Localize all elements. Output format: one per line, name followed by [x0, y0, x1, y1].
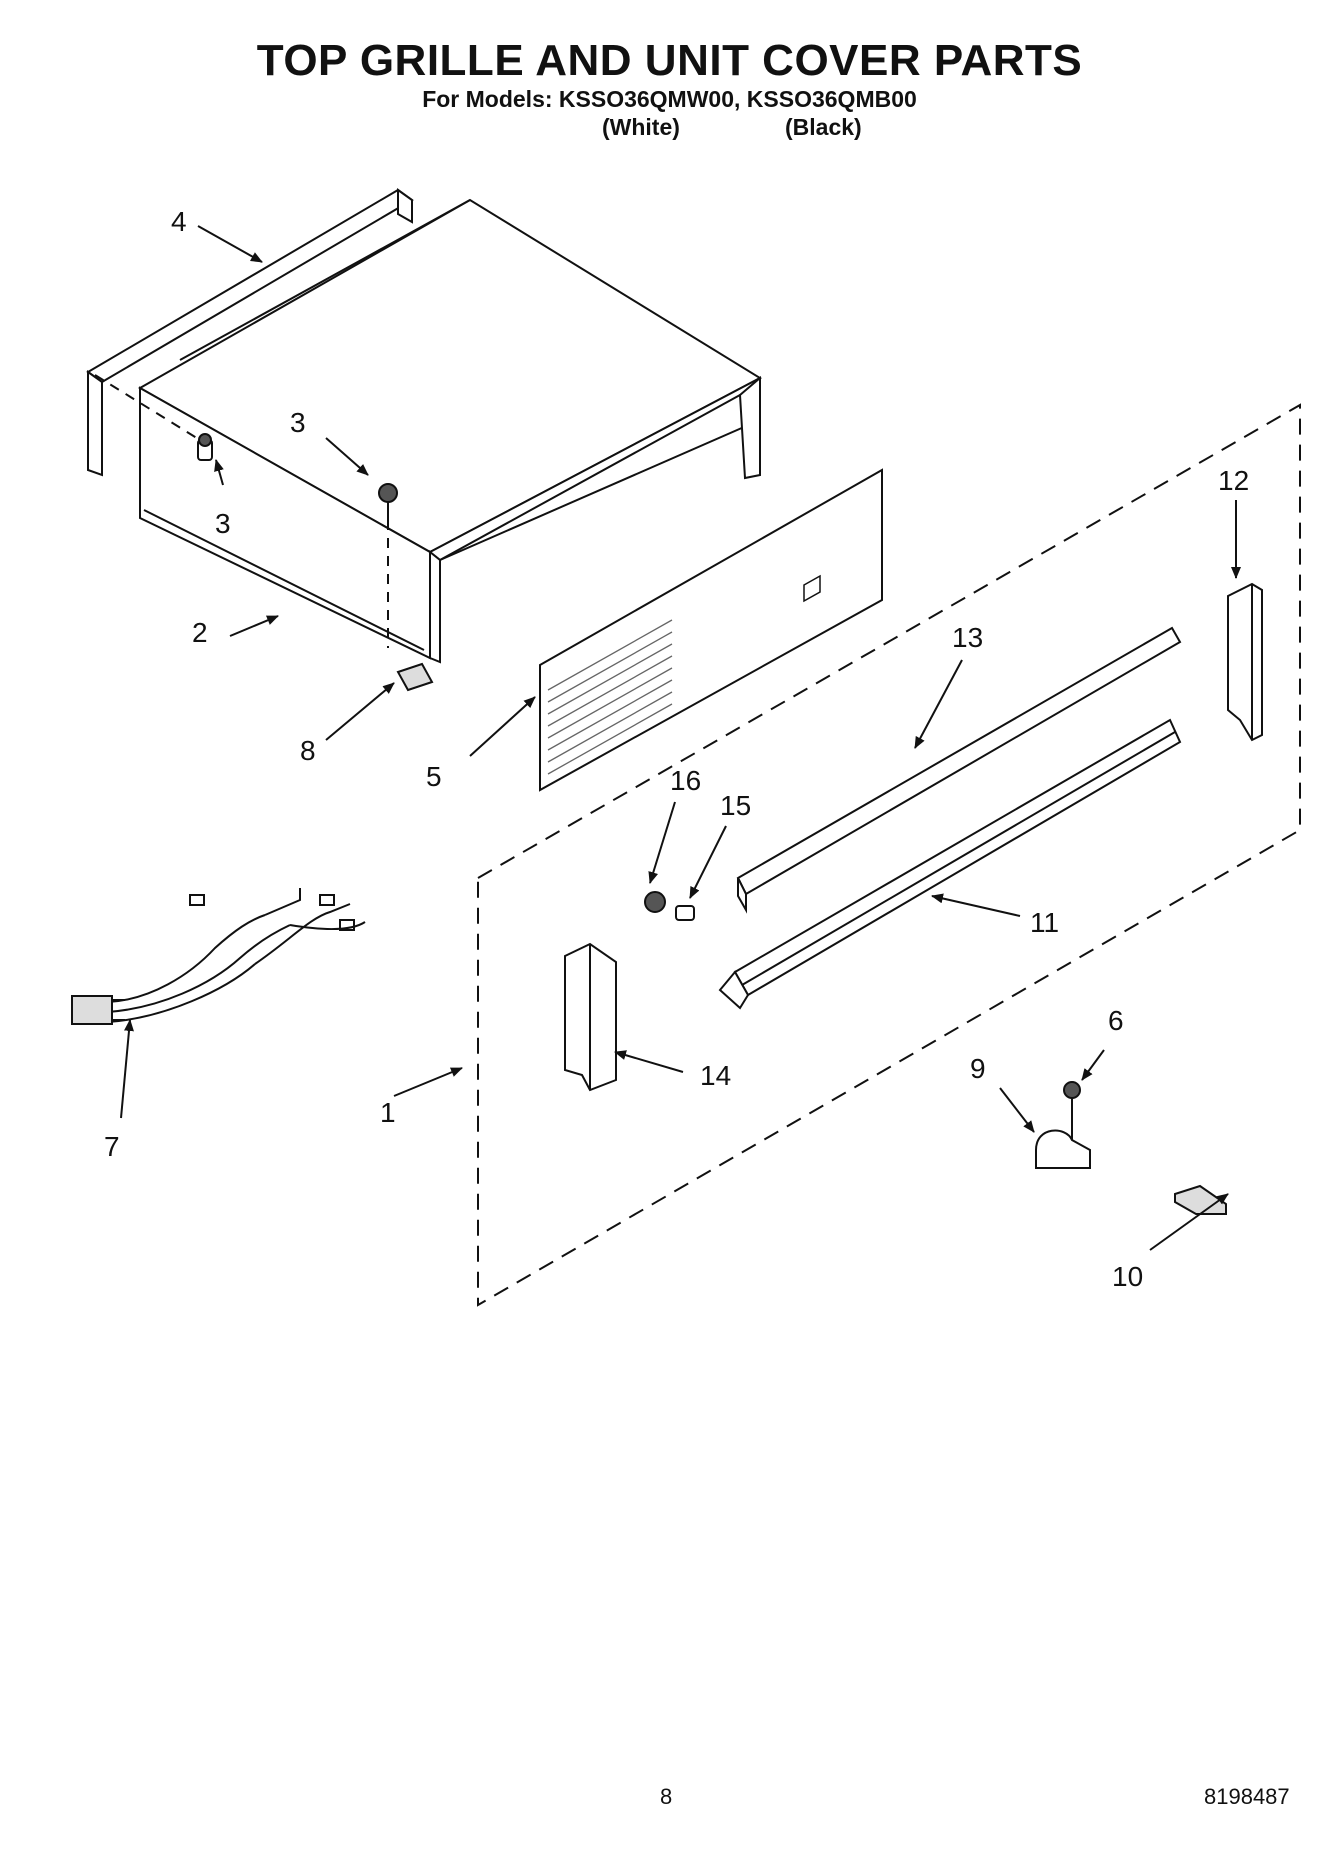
part-6-screw	[1063, 1081, 1081, 1140]
part-16-bumper	[644, 891, 666, 913]
page-title: TOP GRILLE AND UNIT COVER PARTS	[256, 36, 1083, 85]
callout-2: 2	[192, 617, 208, 648]
callout-3-side: 3	[215, 508, 231, 539]
leader-lines	[120, 225, 1241, 1251]
callout-7: 7	[104, 1131, 120, 1162]
callout-16: 16	[670, 765, 701, 796]
callout-15: 15	[720, 790, 751, 821]
callout-1: 1	[380, 1097, 396, 1128]
callout-3-top: 3	[290, 407, 306, 438]
callout-12: 12	[1218, 465, 1249, 496]
part-3-screw-side	[197, 433, 213, 461]
variant-black: (Black)	[785, 114, 862, 140]
part-1-grille-outline	[477, 403, 1301, 1307]
models-line: For Models: KSSO36QMW00, KSSO36QMB00	[422, 86, 917, 112]
page-number: 8	[660, 1784, 673, 1809]
callout-9: 9	[970, 1053, 986, 1084]
part-12-right-bracket	[1227, 582, 1263, 742]
part-13-upper-rail	[736, 626, 1182, 914]
callout-6: 6	[1108, 1005, 1124, 1036]
callout-13: 13	[952, 622, 983, 653]
callout-8: 8	[300, 735, 316, 766]
part-7-wire-harness	[71, 888, 366, 1025]
part-14-left-bracket	[564, 942, 617, 1092]
variant-white: (White)	[602, 114, 680, 140]
callout-5: 5	[426, 761, 442, 792]
callout-11: 11	[1030, 907, 1059, 938]
part-4-rear-strip	[86, 188, 414, 477]
callout-10: 10	[1112, 1261, 1143, 1292]
part-9-clamp	[1035, 1129, 1091, 1169]
part-15-pin	[675, 905, 695, 921]
document-number: 8198487	[1204, 1784, 1290, 1809]
callout-4: 4	[171, 206, 187, 237]
callout-14: 14	[700, 1060, 731, 1091]
part-11-lower-rail	[718, 718, 1182, 1010]
alignment-line	[94, 374, 201, 441]
part-3-screw-top	[378, 483, 398, 648]
part-5-label-panel	[539, 468, 883, 792]
part-8-clip	[396, 662, 434, 692]
part-10-clip	[1174, 1184, 1227, 1215]
